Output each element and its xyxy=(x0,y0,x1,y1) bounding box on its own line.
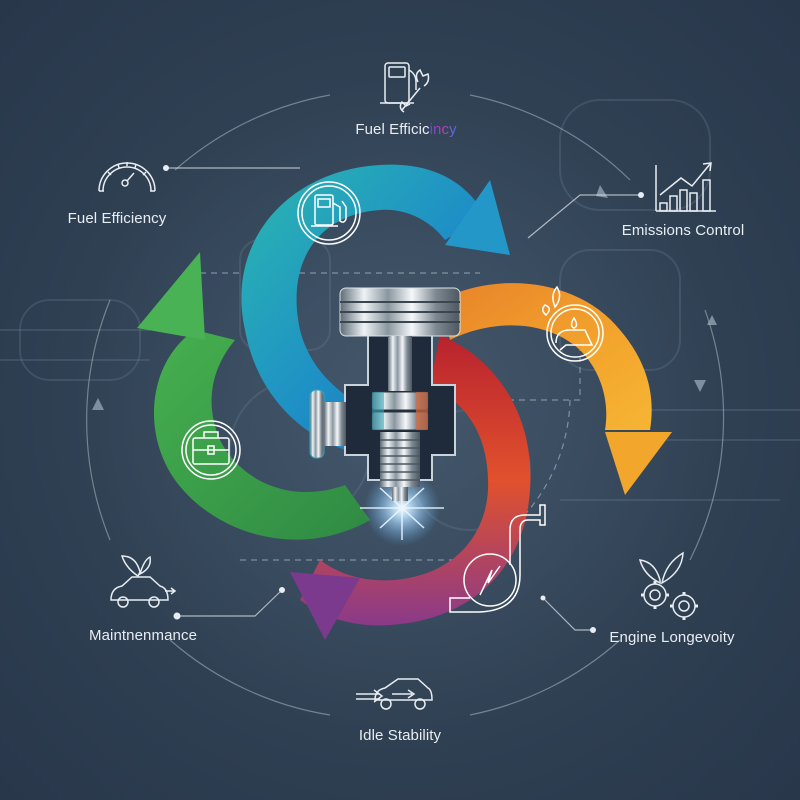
arrow-green xyxy=(137,252,370,540)
bar-chart-trend-icon xyxy=(655,162,716,212)
toolbox-icon xyxy=(181,420,241,480)
gears-leaf-icon xyxy=(638,551,698,620)
connector-dots xyxy=(163,165,644,633)
node-label-fuel-efficiency: Fuel Efficiency xyxy=(67,210,167,227)
spark-plug-piston-icon xyxy=(309,287,461,501)
car-airflow-icon xyxy=(356,678,433,710)
outer-ring xyxy=(86,94,725,716)
node-label-engine-longevity: Engine Longevoity xyxy=(609,629,735,646)
eco-car-leaf-icon xyxy=(110,555,177,608)
connector-lines xyxy=(166,167,641,631)
node-label-idle-stability: Idle Stability xyxy=(358,727,442,744)
spark-rays xyxy=(360,480,444,540)
node-label-maintenance: Maintnenmance xyxy=(88,627,198,644)
arrow-red-purple xyxy=(290,335,531,640)
fuel-pump-wrench-icon xyxy=(380,62,430,113)
exhaust-pipe-icon xyxy=(449,504,546,613)
fuel-pump-icon xyxy=(297,181,361,245)
node-label-top: Fuel Efficicincy xyxy=(355,121,456,138)
node-label-top-text: Fuel Efficic xyxy=(355,121,430,138)
node-label-top-glitch-text: incy xyxy=(429,121,457,138)
arrow-blue xyxy=(241,164,510,450)
node-label-emissions-control: Emissions Control xyxy=(621,222,745,239)
arrow-orange xyxy=(440,283,672,495)
eco-engine-leaf-icon xyxy=(542,285,604,362)
speedometer-icon xyxy=(98,162,156,192)
